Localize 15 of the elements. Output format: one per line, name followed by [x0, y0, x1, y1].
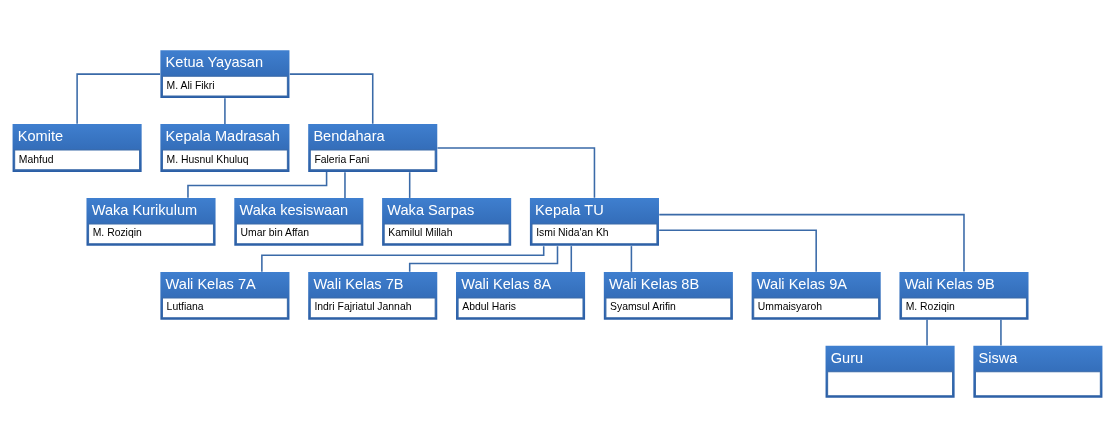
connector: [1000, 318, 1002, 346]
connector: [408, 244, 559, 272]
connector: [436, 146, 596, 198]
connector: [926, 318, 928, 346]
connector: [408, 170, 411, 199]
connector: [570, 244, 573, 273]
connector: [187, 170, 328, 199]
connector: [630, 244, 633, 273]
connector: [261, 244, 545, 272]
connector: [658, 213, 965, 272]
connector: [344, 170, 346, 199]
connector: [76, 72, 161, 125]
connector: [224, 97, 226, 125]
connector: [658, 228, 817, 273]
connector: [288, 72, 374, 125]
